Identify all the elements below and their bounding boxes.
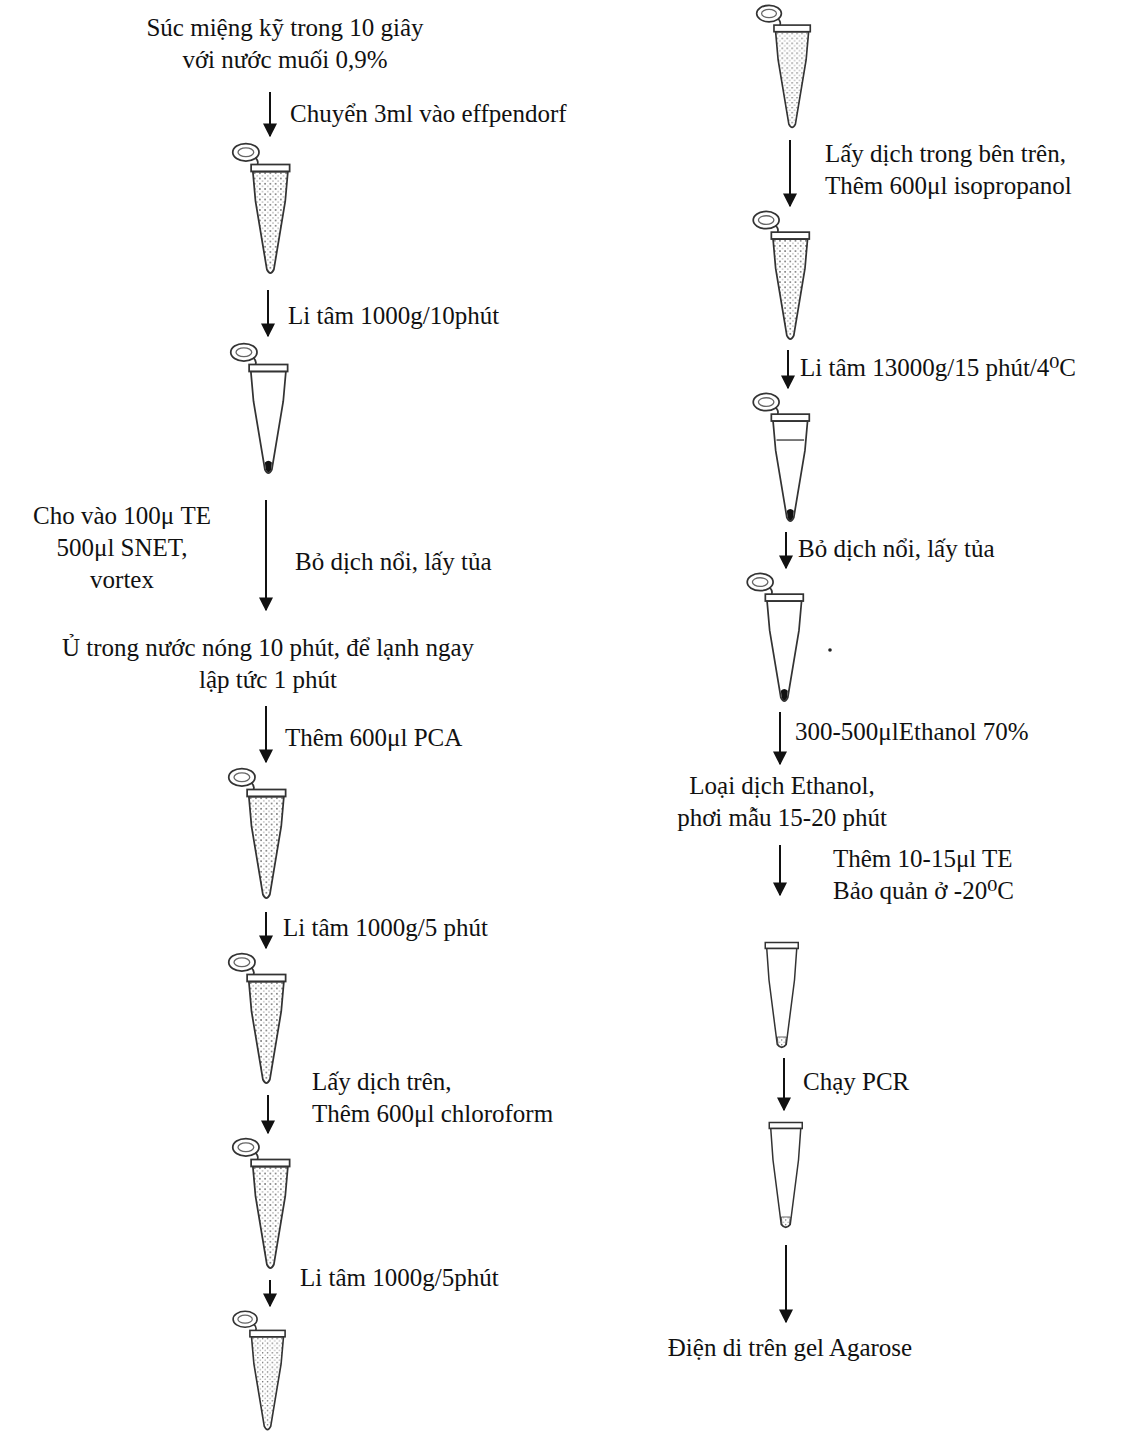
tube-icon — [757, 5, 811, 127]
step-annotation: Lấy dịch trong bên trên, Thêm 600μl isop… — [825, 138, 1072, 202]
flow-arrow — [789, 140, 791, 206]
step-label: Ủ trong nước nóng 10 phút, để lạnh ngay … — [62, 632, 474, 696]
flow-arrow — [267, 1095, 269, 1133]
tube-icon — [747, 573, 803, 701]
step-annotation: Chạy PCR — [803, 1066, 909, 1098]
flow-arrow — [785, 1245, 787, 1322]
step-label: Điện di trên gel Agarose — [668, 1332, 912, 1364]
flow-arrow — [785, 532, 787, 568]
step-annotation: Li tâm 1000g/5 phút — [283, 912, 488, 944]
step-label: Súc miệng kỹ trong 10 giây với nước muối… — [146, 12, 423, 76]
flow-arrow — [265, 706, 267, 762]
flow-arrow — [269, 1280, 271, 1306]
flow-arrow — [779, 845, 781, 895]
step-annotation: Thêm 10-15μl TE Bảo quản ở -20⁰C — [833, 843, 1014, 907]
tube-icon — [233, 1311, 285, 1429]
tube-icon — [233, 144, 290, 274]
flow-arrow — [267, 290, 269, 336]
step-label: Loại dịch Ethanol, phơi mẫu 15-20 phút — [677, 770, 887, 834]
step-annotation: Chuyển 3ml vào effpendorf — [290, 98, 567, 130]
tube-icon — [765, 943, 798, 1048]
step-annotation: Li tâm 1000g/10phút — [288, 300, 499, 332]
step-annotation: Li tâm 1000g/5phút — [300, 1262, 499, 1294]
tube-icon — [753, 393, 809, 521]
step-text: Điện di trên gel Agarose — [668, 1332, 912, 1364]
flow-arrow — [265, 500, 267, 610]
step-text: Loại dịch Ethanol, phơi mẫu 15-20 phút — [677, 770, 887, 834]
tube-icon — [231, 344, 288, 474]
tube-icon — [229, 769, 286, 899]
step-text: Súc miệng kỹ trong 10 giây với nước muối… — [146, 12, 423, 76]
tube-icon — [769, 1123, 802, 1228]
step-annotation: Bỏ dịch nổi, lấy tủa — [798, 533, 995, 565]
step-annotation: 300-500μlEthanol 70% — [795, 716, 1029, 748]
tube-icon — [753, 211, 809, 339]
step-annotation: Bỏ dịch nổi, lấy tủa — [295, 546, 492, 578]
step-annotation: Li tâm 13000g/15 phút/4⁰C — [800, 352, 1076, 384]
step-annotation: Thêm 600μl PCA — [285, 722, 462, 754]
tube-icon — [229, 954, 286, 1084]
flow-arrow — [269, 92, 271, 136]
flow-arrow — [787, 350, 789, 388]
flow-arrow — [783, 1058, 785, 1110]
flow-arrow — [779, 712, 781, 764]
flow-arrow — [265, 912, 267, 948]
tube-icon — [233, 1139, 290, 1269]
step-text: Ủ trong nước nóng 10 phút, để lạnh ngay … — [62, 632, 474, 696]
speck — [828, 648, 832, 652]
step-annotation: Cho vào 100μ TE 500μl SNET, vortex — [33, 500, 211, 596]
step-annotation: Lấy dịch trên, Thêm 600μl chloroform — [312, 1066, 553, 1130]
